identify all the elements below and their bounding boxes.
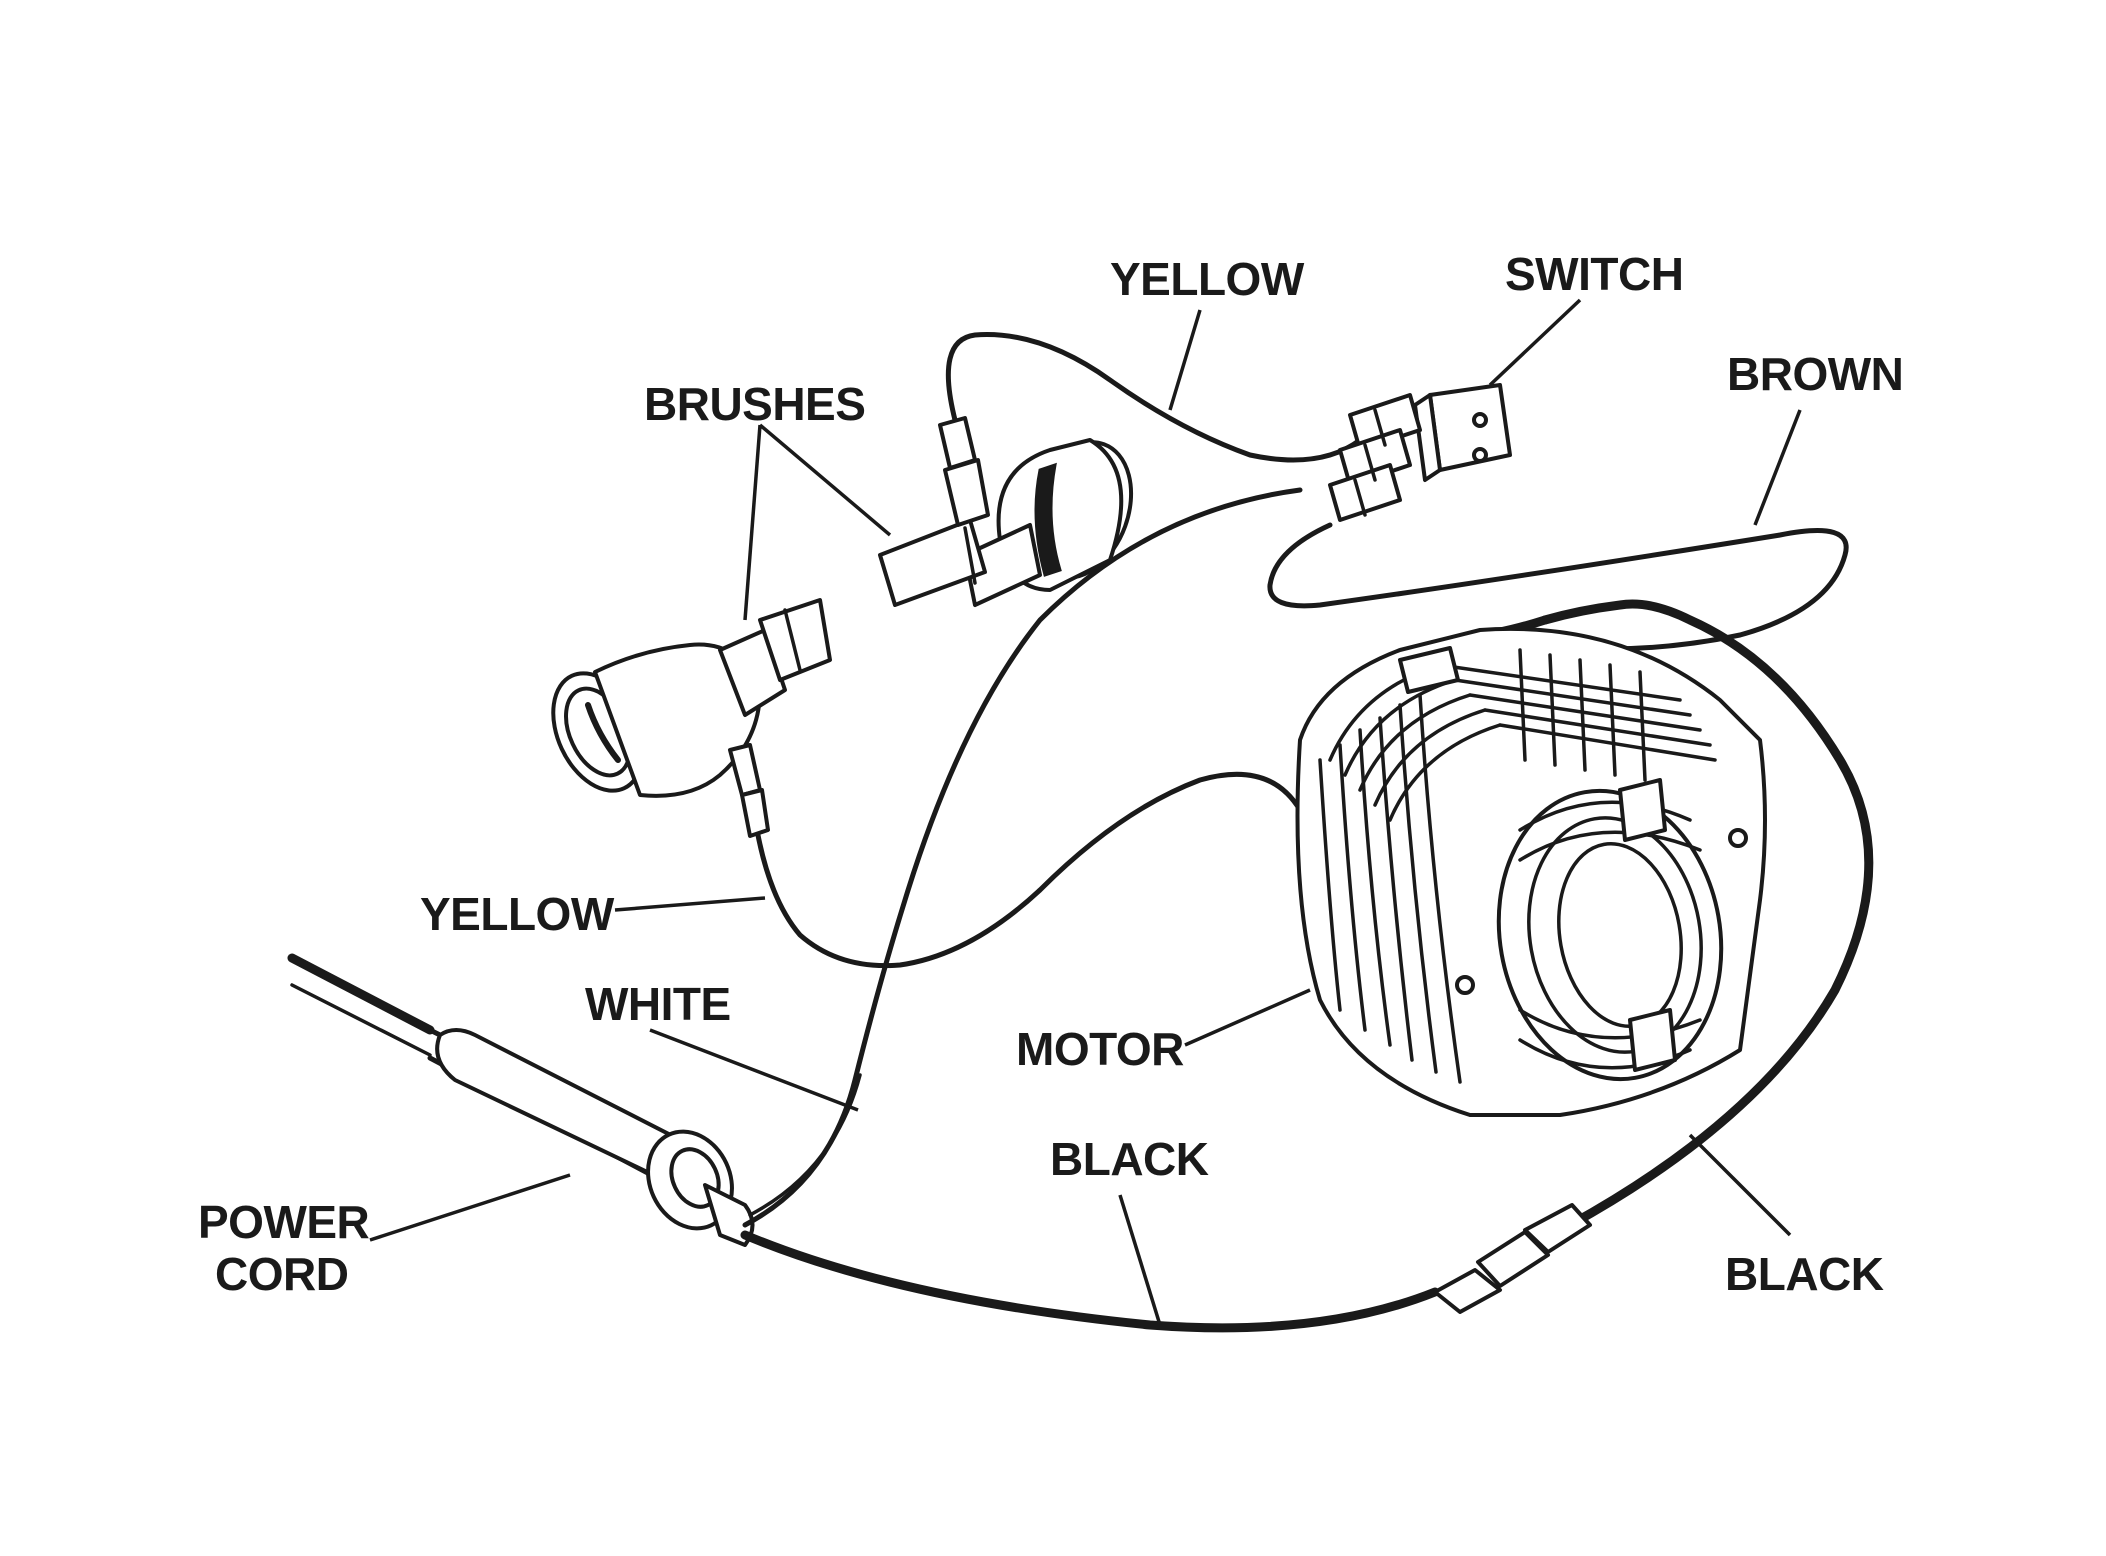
label-power-cord-line1: POWER xyxy=(198,1196,370,1248)
label-brown: BROWN xyxy=(1727,348,1903,400)
label-black-right: BLACK xyxy=(1725,1248,1884,1300)
label-motor: MOTOR xyxy=(1016,1023,1184,1075)
label-white: WHITE xyxy=(585,978,731,1030)
brush-lower xyxy=(551,598,832,838)
label-yellow-left: YELLOW xyxy=(420,888,615,940)
leader-lines xyxy=(369,298,1802,1326)
brown-wire xyxy=(1267,522,1849,652)
label-yellow-top: YELLOW xyxy=(1110,253,1305,305)
label-black-mid: BLACK xyxy=(1050,1133,1209,1185)
label-switch: SWITCH xyxy=(1505,248,1683,300)
yellow-wire-lower xyxy=(754,771,1303,969)
motor-stator xyxy=(1295,626,1767,1117)
brush-upper xyxy=(878,416,1134,607)
yellow-wire-upper xyxy=(945,332,1363,463)
black-wire-lower xyxy=(740,1230,1440,1333)
switch-component xyxy=(1328,383,1512,522)
black-wire-connector xyxy=(1433,1203,1592,1314)
label-power-cord-line2: CORD xyxy=(215,1248,348,1300)
power-cord xyxy=(287,953,755,1247)
white-wire xyxy=(742,487,1303,1228)
label-brushes: BRUSHES xyxy=(644,378,865,430)
black-wire-right xyxy=(1540,599,1874,1230)
